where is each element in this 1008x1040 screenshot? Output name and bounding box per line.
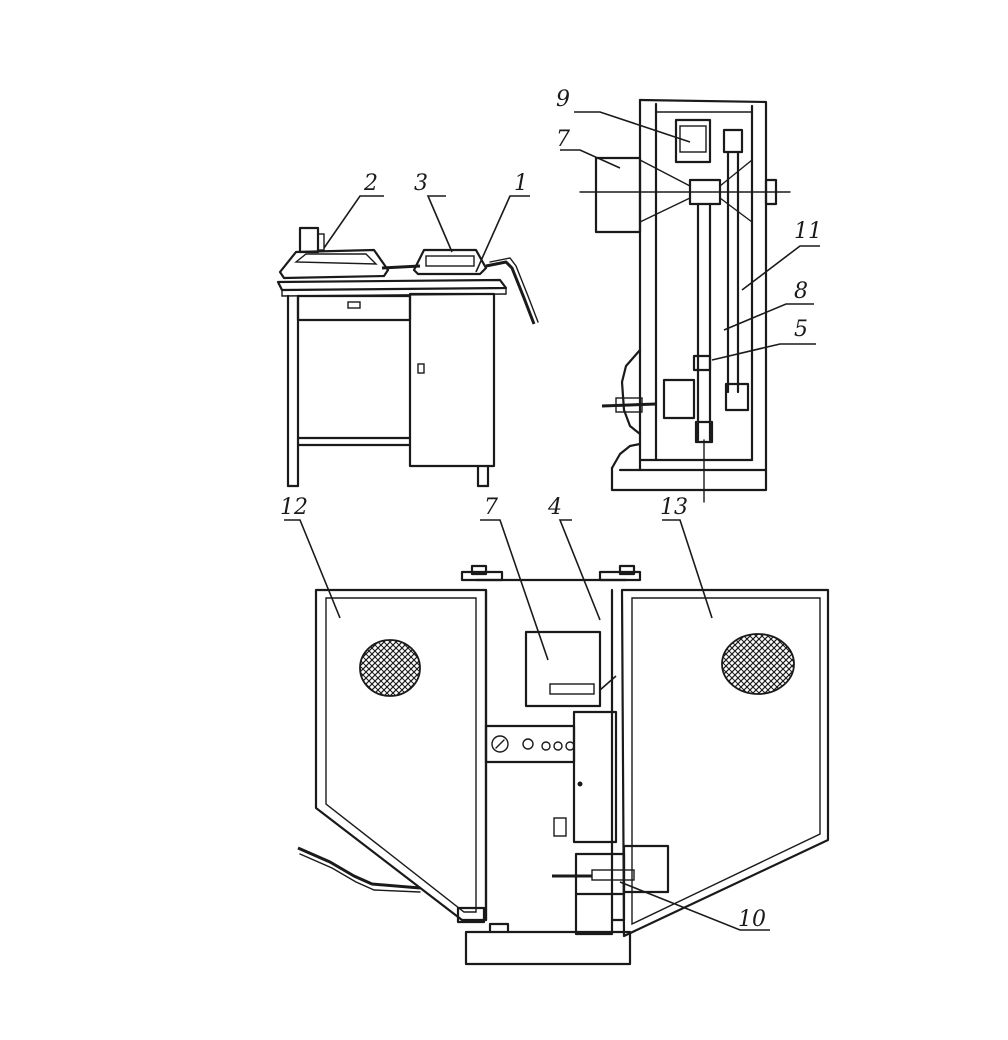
callout-13: 13 <box>660 495 713 619</box>
svg-text:10: 10 <box>738 907 766 932</box>
guard-panel-12 <box>314 588 488 924</box>
svg-text:1: 1 <box>514 171 528 196</box>
callout-10: 10 <box>619 881 770 932</box>
desk-drawer <box>296 294 412 322</box>
svg-text:8: 8 <box>794 279 808 304</box>
svg-text:4: 4 <box>547 495 562 520</box>
anvil-10 <box>552 844 670 936</box>
callout-4: 4 <box>547 495 601 621</box>
svg-text:12: 12 <box>280 495 308 520</box>
side-handle <box>601 397 657 413</box>
callout-8: 8 <box>723 279 814 331</box>
side-frame <box>610 98 768 492</box>
callout-1: 1 <box>475 171 530 273</box>
desk-legs <box>286 294 490 488</box>
front-cable <box>297 846 421 893</box>
rod-11 <box>724 150 750 412</box>
instrument-unit-3 <box>412 248 488 276</box>
component-9 <box>674 118 744 164</box>
panel-7 <box>524 630 617 708</box>
svg-text:11: 11 <box>794 219 822 244</box>
svg-text:9: 9 <box>556 87 570 112</box>
callout-5: 5 <box>711 317 816 361</box>
callout-9: 9 <box>556 87 691 143</box>
central-column <box>484 588 614 922</box>
top-beam <box>460 564 642 582</box>
callout-7-front: 7 <box>480 495 549 661</box>
svg-text:2: 2 <box>363 171 378 196</box>
guard-panel-13 <box>620 588 830 938</box>
callout-12: 12 <box>280 495 341 619</box>
side-box-7 <box>579 156 791 234</box>
svg-text:13: 13 <box>660 495 688 520</box>
callout-11: 11 <box>741 219 822 291</box>
console-desk-view: 2 3 1 <box>276 171 539 488</box>
lower-weight <box>662 354 714 444</box>
svg-text:7: 7 <box>556 127 570 152</box>
front-machine-view: 12 7 4 13 10 <box>280 495 830 966</box>
callout-3: 3 <box>414 171 453 253</box>
svg-text:7: 7 <box>484 495 498 520</box>
desk-cabinet <box>408 292 496 468</box>
callout-7-side: 7 <box>556 127 621 169</box>
pendulum-rod-8 <box>696 202 712 503</box>
pivot-shaft <box>688 178 778 206</box>
machine-base <box>464 922 632 966</box>
svg-text:3: 3 <box>414 171 428 196</box>
callout-2: 2 <box>323 171 384 249</box>
svg-text:5: 5 <box>794 317 808 342</box>
instrument-unit-2 <box>278 226 390 280</box>
front-door <box>572 710 618 844</box>
cable-1 <box>381 257 539 325</box>
side-elevation-view: 9 7 11 8 5 <box>556 87 822 503</box>
